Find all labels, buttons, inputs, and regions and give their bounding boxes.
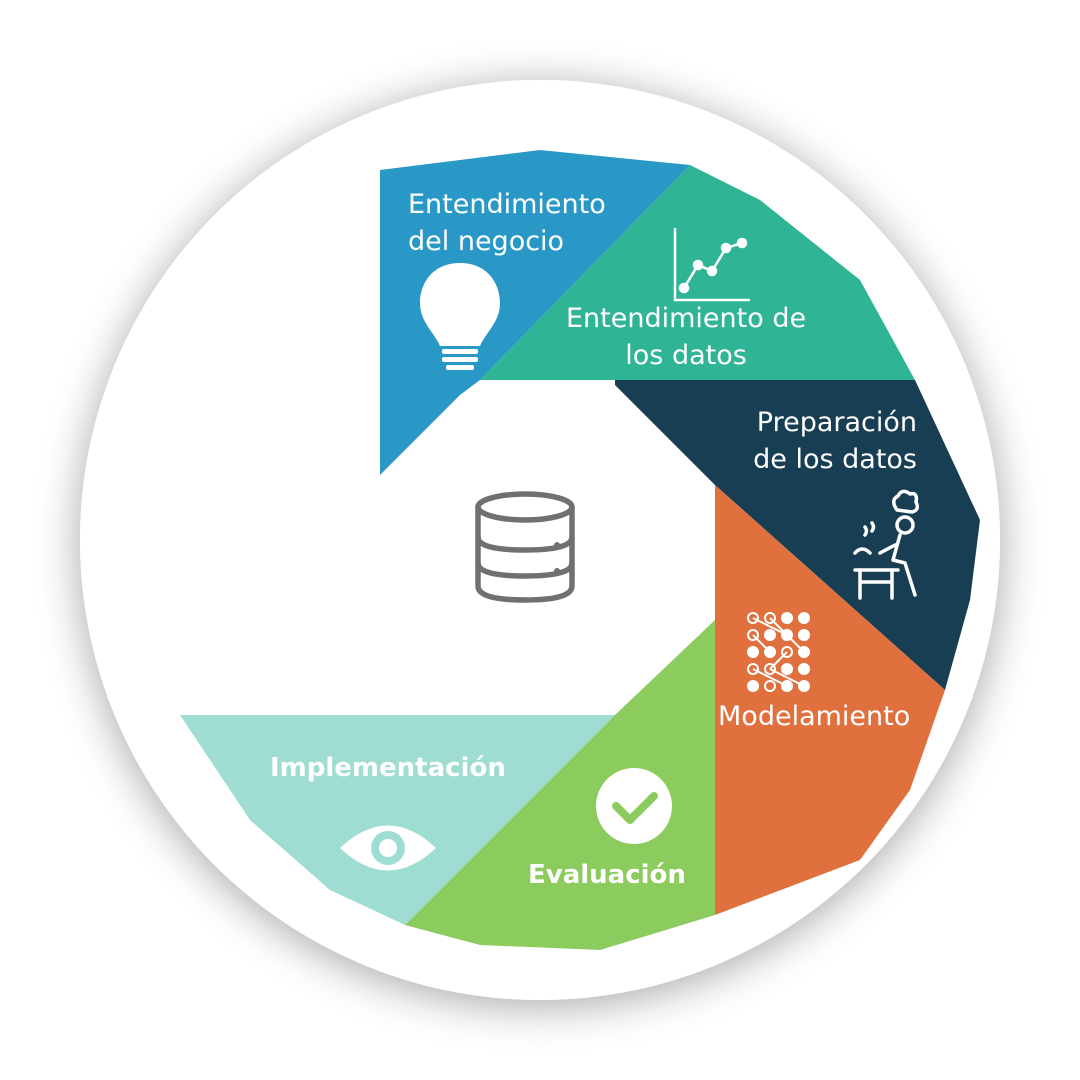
segment-modelamiento: [715, 485, 945, 915]
label-entendimiento-negocio: Entendimiento del negocio: [408, 186, 606, 260]
label-line: del negocio: [408, 226, 565, 257]
label-line: Entendimiento de: [566, 303, 807, 334]
label-entendimiento-datos: Entendimiento de los datos: [566, 300, 806, 374]
label-implementacion: Implementación: [270, 750, 506, 787]
label-modelamiento: Modelamiento: [718, 698, 910, 735]
eye-icon: [340, 825, 436, 871]
label-evaluacion: Evaluación: [528, 857, 686, 894]
segment-entendimiento-negocio: [380, 150, 690, 475]
label-line: Entendimiento: [408, 189, 606, 220]
lightbulb-icon: [420, 263, 500, 370]
chef-icon: [853, 489, 920, 600]
segment-evaluacion: [405, 620, 715, 950]
check-circle-icon: [596, 768, 672, 844]
segment-implementacion: [180, 715, 615, 925]
label-line: Preparación: [756, 407, 917, 438]
label-line: Implementación: [270, 753, 506, 783]
label-line: Modelamiento: [718, 701, 911, 732]
label-line: de los datos: [753, 444, 917, 475]
database-icon: [475, 491, 575, 603]
segment-preparacion-datos: [615, 380, 980, 690]
segment-entendimiento-datos: [480, 165, 915, 380]
label-line: Evaluación: [528, 860, 686, 890]
line-chart-icon: [673, 228, 750, 302]
network-icon: [747, 612, 810, 692]
label-line: los datos: [625, 340, 747, 371]
label-preparacion-datos: Preparación de los datos: [753, 404, 917, 478]
